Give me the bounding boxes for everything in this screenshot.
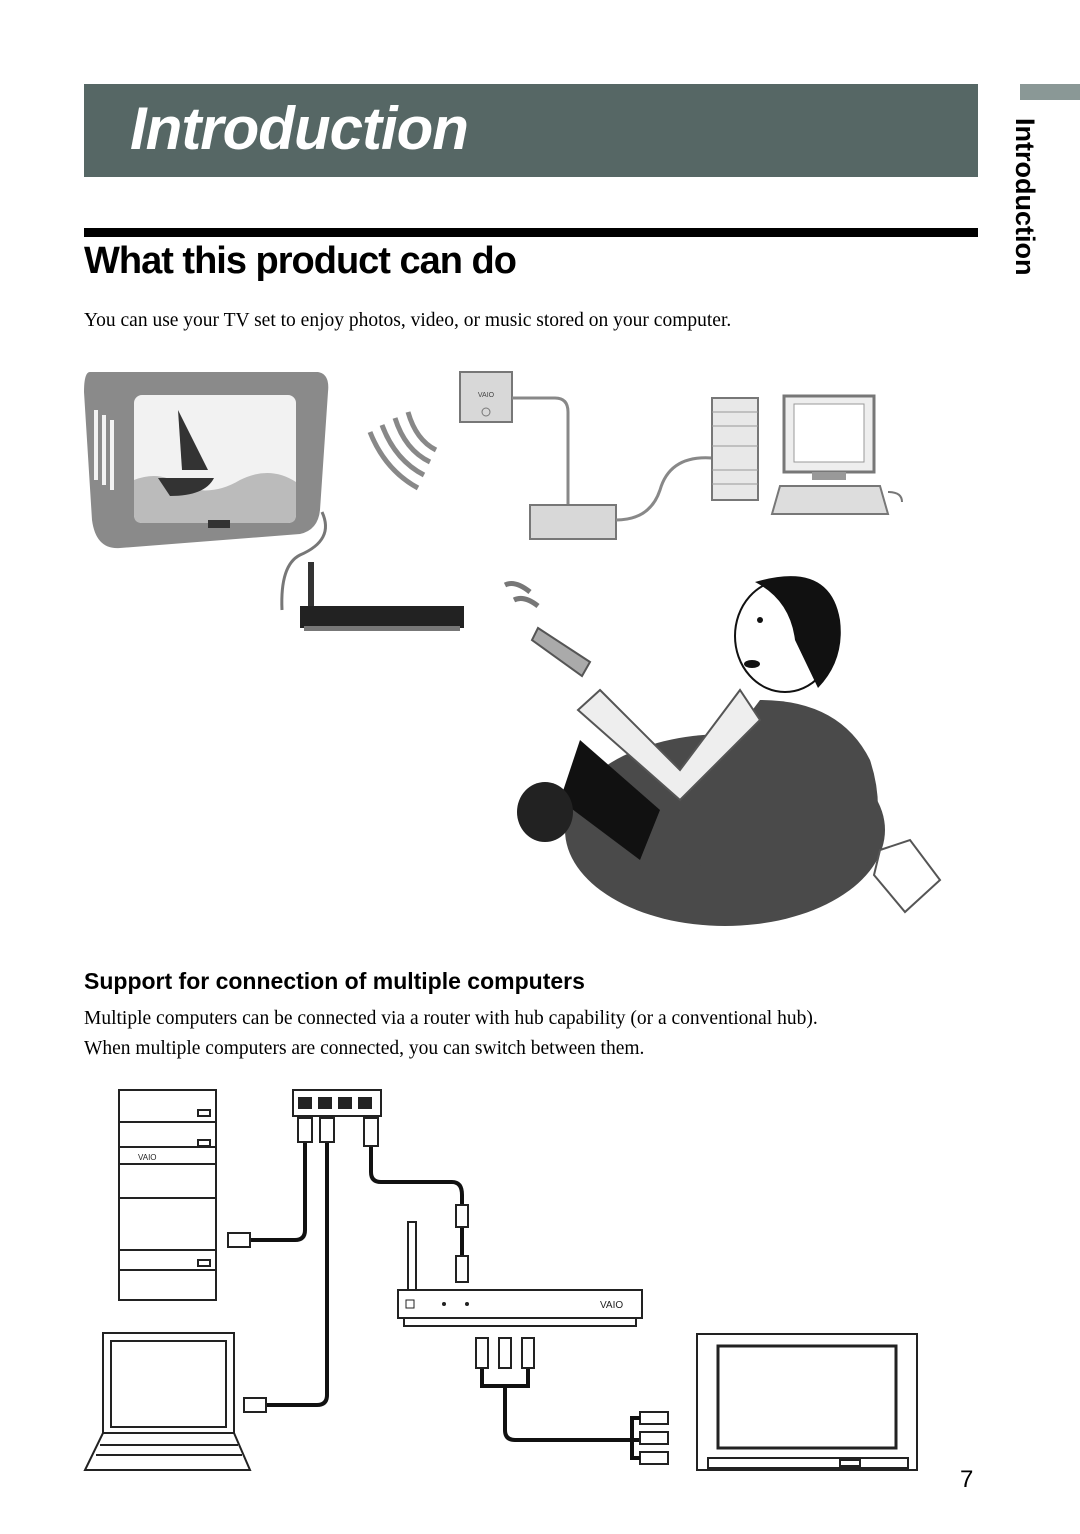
chapter-title: Introduction xyxy=(130,95,469,162)
receiver-brand: VAIO xyxy=(600,1300,623,1311)
wireless-signal-icon xyxy=(367,411,438,491)
chapter-banner: Introduction xyxy=(84,84,978,177)
section-title: What this product can do xyxy=(84,240,517,282)
side-chapter-label: Introduction xyxy=(1004,118,1044,278)
subsection-line-1: Multiple computers can be connected via … xyxy=(84,1008,818,1029)
section-rule xyxy=(84,228,978,237)
desktop-tower-icon xyxy=(118,1089,217,1301)
tv-set-icon xyxy=(84,372,329,549)
page-number: 7 xyxy=(960,1466,974,1493)
side-chapter-label-text: Introduction xyxy=(1010,118,1040,276)
section-intro: You can use your TV set to enjoy photos,… xyxy=(84,310,732,331)
subsection-title: Support for connection of multiple compu… xyxy=(84,968,585,994)
side-tab-marker xyxy=(1020,84,1080,100)
media-receiver-icon xyxy=(300,562,464,631)
access-point-brand: VAIO xyxy=(478,392,495,399)
subsection-line-2: When multiple computers are connected, y… xyxy=(84,1038,645,1059)
tower-brand: VAIO xyxy=(138,1153,157,1162)
person-with-remote-icon xyxy=(503,576,942,926)
hub-icon xyxy=(292,1089,382,1117)
laptop-icon xyxy=(83,1332,252,1471)
multi-computer-diagram: VAIO VAIO xyxy=(83,1089,918,1471)
widescreen-tv-icon xyxy=(696,1333,918,1471)
access-point-icon: VAIO xyxy=(459,371,513,423)
network-media-receiver-icon xyxy=(397,1221,643,1369)
desktop-computer-icon xyxy=(711,394,903,515)
home-network-illustration: VAIO xyxy=(84,371,942,926)
modem-icon xyxy=(529,504,617,540)
